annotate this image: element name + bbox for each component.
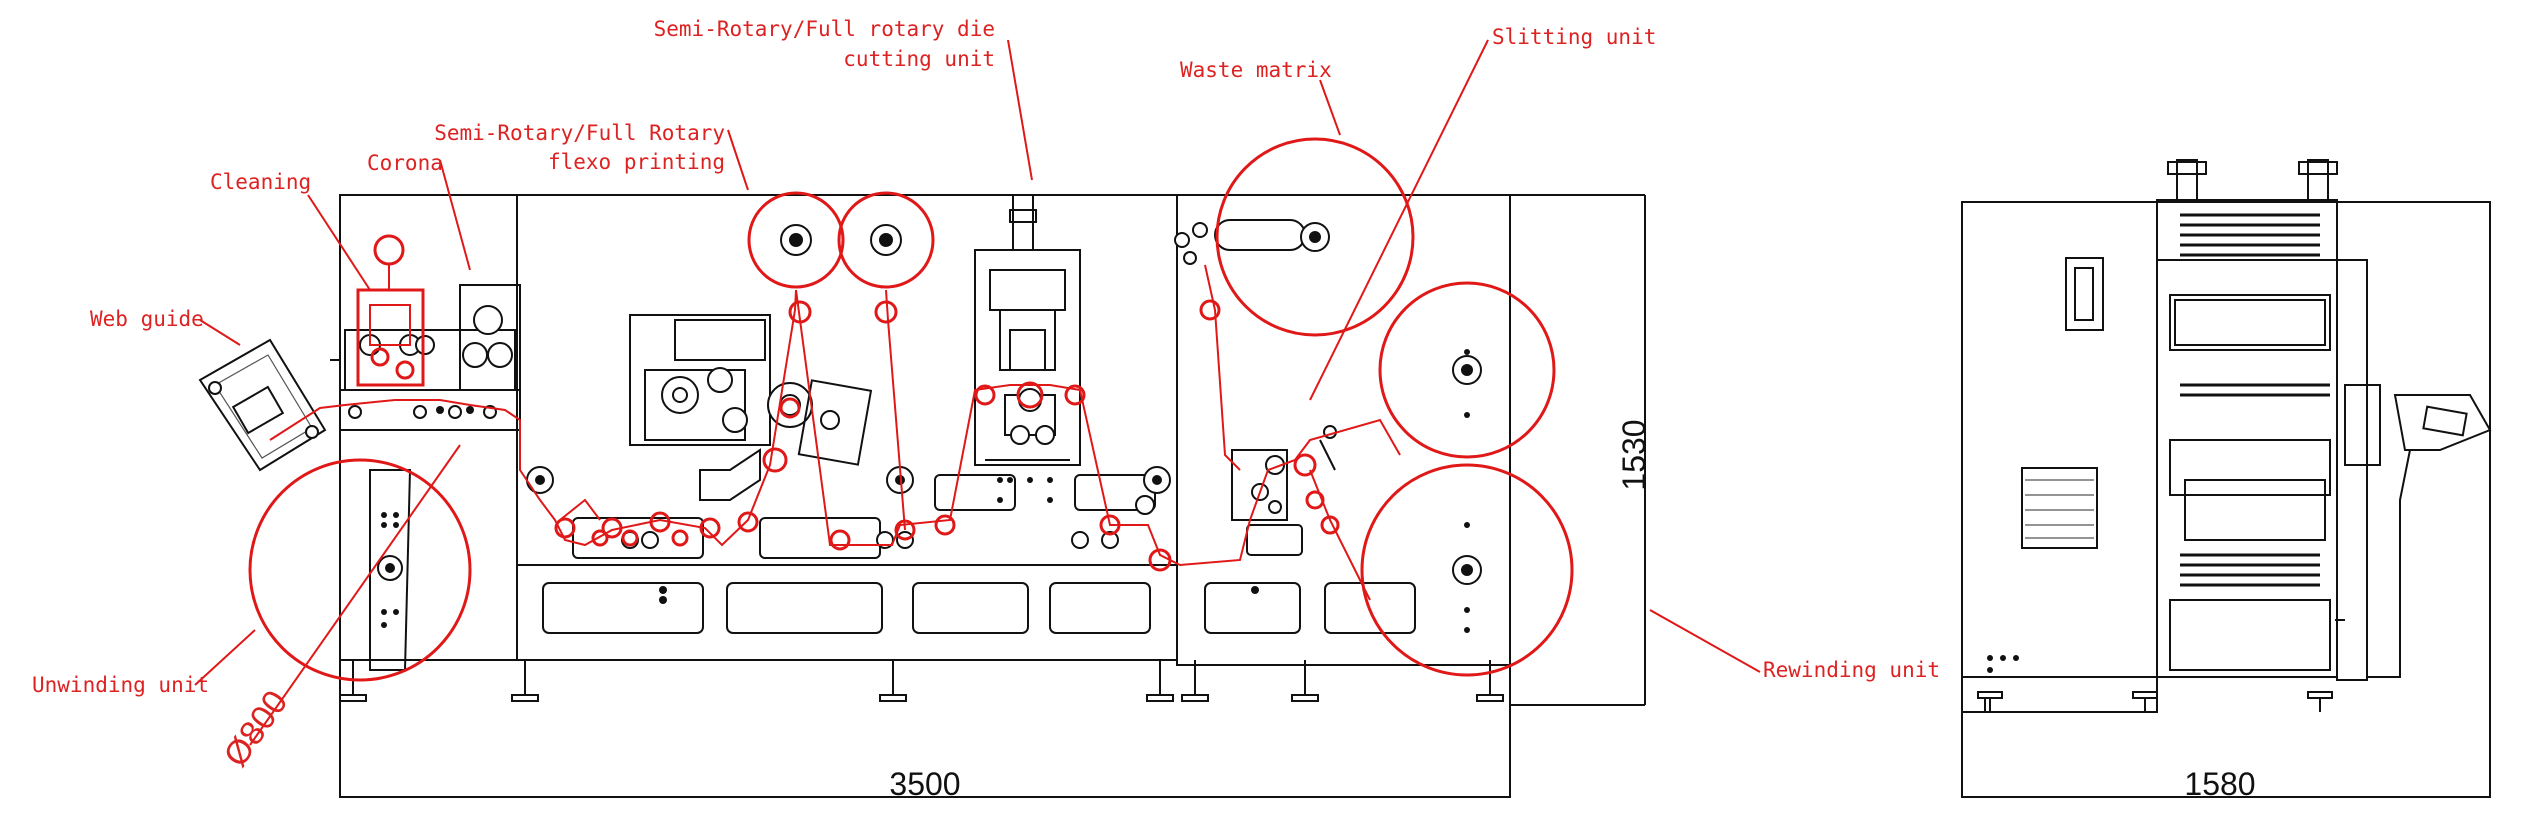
dimension-height: 1530 [1616,419,1652,490]
web-path-overlay [248,137,1574,682]
label-slitting-unit: Slitting unit [1492,25,1656,49]
rewind-roll-upper [1378,281,1556,459]
leader-lines [194,39,1761,746]
label-rewinding-unit: Rewinding unit [1763,658,1940,682]
side-view [1961,159,2492,798]
waste-matrix-roll [1215,137,1415,337]
label-waste-matrix: Waste matrix [1180,58,1332,82]
label-die-cutting-line1: Semi-Rotary/Full rotary die [654,17,995,41]
dimension-length: 3500 [889,766,960,802]
feet [339,660,1504,702]
front-view [198,194,1646,798]
label-web-guide: Web guide [90,307,204,331]
rewind-roll-lower [1360,463,1574,677]
label-unwinding-unit: Unwinding unit [32,673,209,697]
die-cutting-station [974,194,1081,466]
label-cleaning: Cleaning [210,170,311,194]
dimension-width: 1580 [2184,766,2255,802]
unwind-roll [248,458,472,682]
flexo-station [629,314,873,501]
label-flexo-line2: flexo printing [548,150,725,174]
web-guide-assembly [198,338,340,472]
label-corona: Corona [367,151,443,175]
label-die-cutting-line2: cutting unit [843,47,995,71]
label-flexo-line1: Semi-Rotary/Full Rotary [434,121,725,145]
